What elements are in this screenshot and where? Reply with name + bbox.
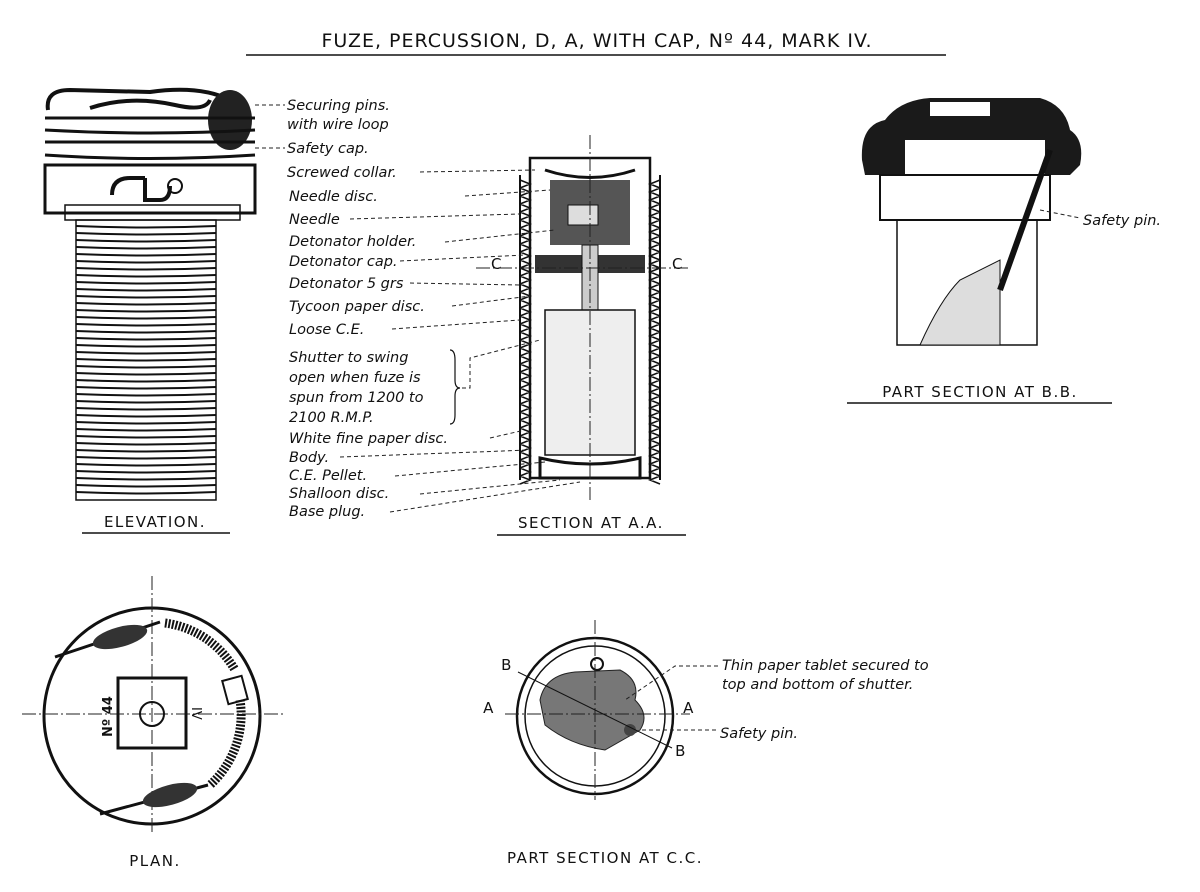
- plan-view: Nº 44 IV PLAN.: [22, 576, 284, 870]
- label-detonator: Detonator 5 grs: [289, 276, 404, 292]
- label-safety-cap: Safety cap.: [287, 141, 369, 157]
- wire-loop-coil: [164, 618, 246, 789]
- securing-pin-coil: [208, 90, 252, 150]
- label-shutter-2: open when fuze is: [289, 370, 421, 386]
- label-detonator-cap: Detonator cap.: [289, 254, 398, 270]
- securing-pin-bottom: [142, 782, 198, 808]
- marker-c-right: C: [672, 255, 684, 273]
- bb-safety-pin: [997, 148, 1053, 292]
- section-bb-view: Safety pin. PART SECTION AT B.B.: [847, 98, 1161, 404]
- label-needle: Needle: [289, 212, 340, 228]
- section-aa-view: C C SECTION AT A.A.: [476, 135, 690, 536]
- diagram-title: FUZE, PERCUSSION, D, A, WITH CAP, Nº 44,…: [321, 30, 872, 52]
- marker-c-left: C: [491, 255, 503, 273]
- label-loose-ce: Loose C.E.: [289, 322, 364, 338]
- base-plug: [538, 456, 642, 480]
- label-screwed-collar: Screwed collar.: [287, 165, 397, 181]
- wire-loop: [45, 87, 242, 112]
- bb-label-safety-pin: Safety pin.: [1083, 213, 1161, 229]
- label-shutter-1: Shutter to swing: [289, 350, 408, 366]
- cc-safety-pin: [624, 724, 636, 736]
- part-labels: Securing pins. with wire loop Safety cap…: [255, 98, 581, 520]
- label-wire-loop: with wire loop: [287, 117, 389, 133]
- label-tycoon-paper-disc: Tycoon paper disc.: [289, 299, 425, 315]
- label-base-plug: Base plug.: [289, 504, 365, 520]
- section-bb-caption: PART SECTION AT B.B.: [882, 383, 1078, 401]
- plan-number-marking: Nº 44: [101, 696, 116, 737]
- label-body: Body.: [289, 450, 329, 466]
- securing-pin-top: [92, 624, 148, 650]
- marker-a-left: A: [483, 699, 495, 717]
- plan-mark-marking: IV: [188, 707, 203, 720]
- cc-shutter: [539, 669, 645, 751]
- label-shutter-4: 2100 R.M.P.: [289, 410, 374, 426]
- label-shutter-3: spun from 1200 to: [289, 390, 424, 406]
- label-white-paper-disc: White fine paper disc.: [289, 431, 448, 447]
- cc-label-tablet-2: top and bottom of shutter.: [722, 677, 913, 693]
- elevation-caption: ELEVATION.: [104, 513, 206, 531]
- marker-b-bottom: B: [675, 742, 687, 760]
- label-detonator-holder: Detonator holder.: [289, 234, 416, 250]
- section-cc-caption: PART SECTION AT C.C.: [507, 849, 703, 867]
- cc-label-safety-pin: Safety pin.: [720, 726, 798, 742]
- safety-cap: [43, 163, 257, 215]
- cc-label-tablet-1: Thin paper tablet secured to: [722, 658, 929, 674]
- plan-caption: PLAN.: [129, 852, 181, 870]
- label-ce-pellet: C.E. Pellet.: [289, 468, 367, 484]
- section-cc-view: A A B B Thin paper tablet secured to top…: [483, 620, 929, 867]
- marker-b-top: B: [501, 656, 513, 674]
- label-shalloon-disc: Shalloon disc.: [289, 486, 389, 502]
- label-needle-disc: Needle disc.: [289, 189, 378, 205]
- label-securing-pins: Securing pins.: [287, 98, 390, 114]
- marker-a-right: A: [683, 699, 695, 717]
- elevation-view: ELEVATION.: [43, 87, 257, 534]
- section-aa-caption: SECTION AT A.A.: [518, 514, 664, 532]
